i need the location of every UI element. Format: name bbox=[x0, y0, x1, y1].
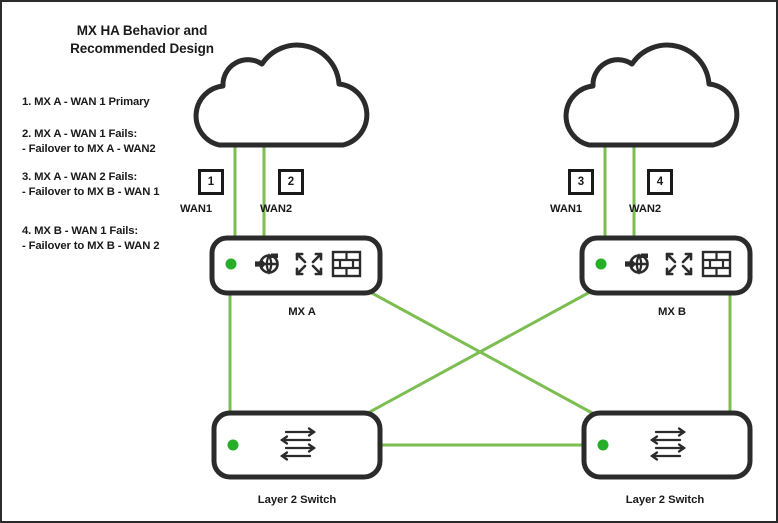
internet-cloud-left bbox=[193, 42, 370, 148]
switch-arrows-icon bbox=[649, 427, 687, 461]
device-label-mx-b: MX B bbox=[657, 306, 687, 318]
device-mx-b[interactable] bbox=[579, 235, 753, 296]
status-dot-mx-b bbox=[595, 258, 607, 270]
firewall-brick-icon bbox=[701, 250, 732, 278]
globe-security-icon bbox=[255, 253, 279, 275]
switch-arrows-icon bbox=[279, 427, 317, 461]
firewall-brick-icon bbox=[331, 250, 362, 278]
device-label-switch-right: Layer 2 Switch bbox=[625, 494, 705, 506]
legend-item-1: 1. MX A - WAN 1 Primary bbox=[22, 96, 150, 108]
uplink-label-wan2-mxb: WAN2 bbox=[629, 203, 661, 215]
converging-arrows-icon bbox=[665, 252, 693, 276]
uplink-label-wan1-mxa: WAN1 bbox=[180, 203, 212, 215]
link-mxb-to-switch-left bbox=[365, 290, 591, 416]
device-switch-right[interactable] bbox=[581, 410, 753, 480]
status-dot-switch-left bbox=[227, 439, 239, 451]
device-switch-left[interactable] bbox=[211, 410, 383, 480]
uplink-label-wan2-mxa: WAN2 bbox=[260, 203, 292, 215]
uplink-number-box-3: 3 bbox=[568, 169, 594, 195]
converging-arrows-icon bbox=[295, 252, 323, 276]
device-label-mx-a: MX A bbox=[288, 306, 316, 318]
uplink-number-box-4: 4 bbox=[647, 169, 673, 195]
legend-item-4: 4. MX B - WAN 1 Fails: - Failover to MX … bbox=[22, 225, 160, 252]
uplink-number-box-2: 2 bbox=[278, 169, 304, 195]
globe-security-icon bbox=[625, 253, 649, 275]
uplink-label-wan1-mxb: WAN1 bbox=[550, 203, 582, 215]
legend-item-2: 2. MX A - WAN 1 Fails: - Failover to MX … bbox=[22, 128, 156, 155]
legend-item-3: 3. MX A - WAN 2 Fails: - Failover to MX … bbox=[22, 171, 160, 198]
device-label-switch-left: Layer 2 Switch bbox=[257, 494, 337, 506]
device-mx-a[interactable] bbox=[209, 235, 383, 296]
status-dot-mx-a bbox=[225, 258, 237, 270]
page-title: MX HA Behavior and Recommended Design bbox=[70, 23, 214, 56]
internet-cloud-right bbox=[563, 42, 740, 148]
link-mxa-to-switch-right bbox=[369, 290, 595, 416]
status-dot-switch-right bbox=[597, 439, 609, 451]
link-layer bbox=[228, 145, 732, 447]
uplink-number-box-1: 1 bbox=[198, 169, 224, 195]
